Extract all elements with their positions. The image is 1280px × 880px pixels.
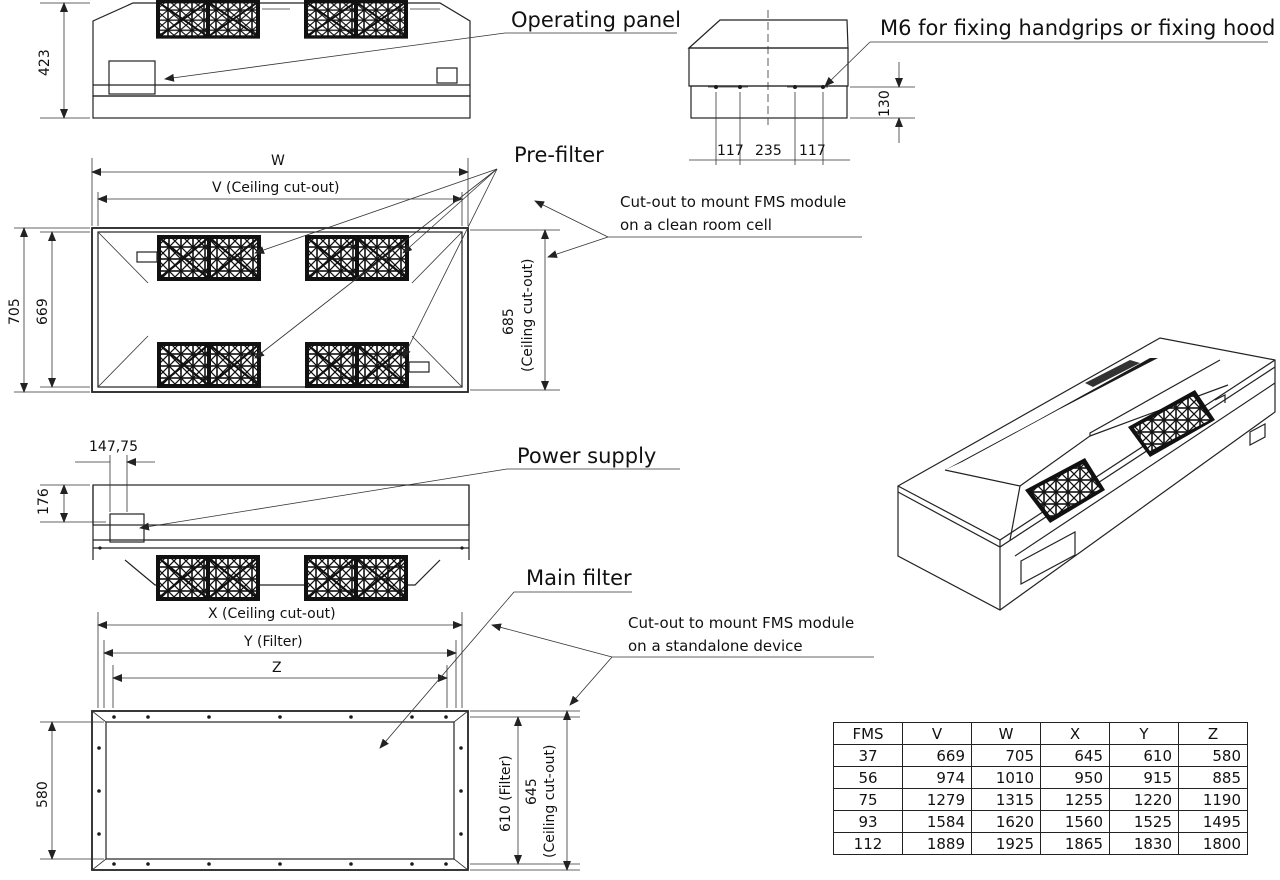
table-cell: 645 — [1040, 744, 1110, 767]
dim-645-note: (Ceiling cut-out) — [542, 745, 558, 859]
table-cell: 37 — [833, 744, 903, 767]
main-filter-callout: Main filter — [379, 566, 632, 749]
table-cell: 974 — [902, 766, 972, 789]
table-cell: 56 — [833, 766, 903, 789]
power-supply-callout: Power supply — [139, 444, 680, 531]
table-row: 112 1889 1925 1865 1830 1800 — [833, 832, 1248, 855]
table-cell: 1620 — [971, 810, 1041, 833]
top-plan-dimensions: W V (Ceiling cut-out) 705 669 685 (Ceili… — [7, 153, 560, 393]
table-row: 37 669 705 645 610 580 — [833, 744, 1248, 767]
side-view-dimensions: 117 235 117 130 — [689, 62, 915, 165]
table-cell: 1925 — [971, 832, 1041, 855]
dim-117-left: 117 — [717, 143, 744, 159]
table-cell: 1560 — [1040, 810, 1110, 833]
dim-685: 685 — [501, 308, 517, 335]
table-header: V — [902, 722, 972, 745]
table-header: X — [1040, 722, 1110, 745]
cutout-clean-line1: Cut-out to mount FMS module — [620, 193, 846, 211]
clean-room-cutout-callout: Cut-out to mount FMS module on a clean r… — [534, 193, 862, 258]
table-cell: 1800 — [1178, 832, 1248, 855]
table-cell: 1830 — [1109, 832, 1179, 855]
dim-610: 610 (Filter) — [498, 755, 514, 832]
table-cell: 1495 — [1178, 810, 1248, 833]
dim-v: V (Ceiling cut-out) — [212, 180, 340, 196]
dim-147: 147,75 — [89, 439, 138, 455]
dim-705: 705 — [7, 298, 23, 325]
table-cell: 93 — [833, 810, 903, 833]
table-header-row: FMS V W X Y Z — [833, 722, 1248, 745]
table-header: W — [971, 722, 1041, 745]
dim-423-label: 423 — [37, 49, 53, 76]
table-cell: 1315 — [971, 788, 1041, 811]
bottom-plan-view — [91, 710, 469, 871]
table-cell: 112 — [833, 832, 903, 855]
dim-117-right: 117 — [799, 143, 826, 159]
dim-580: 580 — [35, 781, 51, 808]
table-cell: 1889 — [902, 832, 972, 855]
table-cell: 1279 — [902, 788, 972, 811]
table-header: Z — [1178, 722, 1248, 745]
dim-176: 176 — [36, 488, 52, 515]
isometric-view — [897, 337, 1276, 611]
dim-130: 130 — [877, 90, 893, 117]
table-row: 56 974 1010 950 915 885 — [833, 766, 1248, 789]
operating-panel-label: Operating panel — [511, 8, 681, 32]
table-cell: 705 — [971, 744, 1041, 767]
main-filter-label: Main filter — [526, 566, 632, 590]
pre-filter-callout: Pre-filter — [254, 143, 604, 359]
table-cell: 1584 — [902, 810, 972, 833]
pre-filter-label: Pre-filter — [514, 143, 604, 167]
dim-685-note: (Ceiling cut-out) — [520, 259, 536, 373]
table-cell: 1525 — [1109, 810, 1179, 833]
dim-w: W — [271, 153, 285, 169]
dim-669: 669 — [35, 298, 51, 325]
fms-dimension-table: FMS V W X Y Z 37 669 705 645 610 580 56 … — [833, 722, 1248, 855]
dim-z: Z — [272, 660, 282, 676]
table-cell: 1010 — [971, 766, 1041, 789]
front-view — [92, 0, 471, 119]
m6-label: M6 for fixing handgrips or fixing hood — [880, 16, 1275, 40]
dim-645: 645 — [524, 778, 540, 805]
table-cell: 1255 — [1040, 788, 1110, 811]
table-cell: 580 — [1178, 744, 1248, 767]
table-cell: 885 — [1178, 766, 1248, 789]
table-cell: 950 — [1040, 766, 1110, 789]
table-cell: 1220 — [1109, 788, 1179, 811]
table-cell: 669 — [902, 744, 972, 767]
cutout-standalone-line2: on a standalone device — [628, 637, 803, 655]
side-view — [687, 10, 849, 125]
cutout-standalone-line1: Cut-out to mount FMS module — [628, 614, 854, 632]
table-cell: 915 — [1109, 766, 1179, 789]
cutout-clean-line2: on a clean room cell — [620, 216, 772, 234]
table-header: FMS — [833, 722, 903, 745]
table-cell: 1865 — [1040, 832, 1110, 855]
top-plan-view — [91, 227, 469, 393]
rear-view-dimensions: 147,75 176 — [36, 439, 155, 523]
table-cell: 610 — [1109, 744, 1179, 767]
standalone-cutout-callout: Cut-out to mount FMS module on a standal… — [491, 614, 874, 706]
table-row: 75 1279 1315 1255 1220 1190 — [833, 788, 1248, 811]
dim-235: 235 — [755, 143, 782, 159]
dim-x: X (Ceiling cut-out) — [208, 606, 336, 622]
dim-y: Y (Filter) — [243, 634, 303, 650]
table-header: Y — [1109, 722, 1179, 745]
dimension-423: 423 — [37, 2, 90, 119]
table-row: 93 1584 1620 1560 1525 1495 — [833, 810, 1248, 833]
mounting-holes — [97, 715, 463, 866]
power-supply-label: Power supply — [517, 444, 656, 468]
table-cell: 75 — [833, 788, 903, 811]
table-cell: 1190 — [1178, 788, 1248, 811]
m6-callout: M6 for fixing handgrips or fixing hood — [824, 16, 1275, 87]
operating-panel-callout: Operating panel — [164, 8, 681, 82]
bottom-plan-dimensions: X (Ceiling cut-out) Y (Filter) Z 580 610… — [35, 606, 580, 871]
rear-view — [92, 484, 470, 603]
